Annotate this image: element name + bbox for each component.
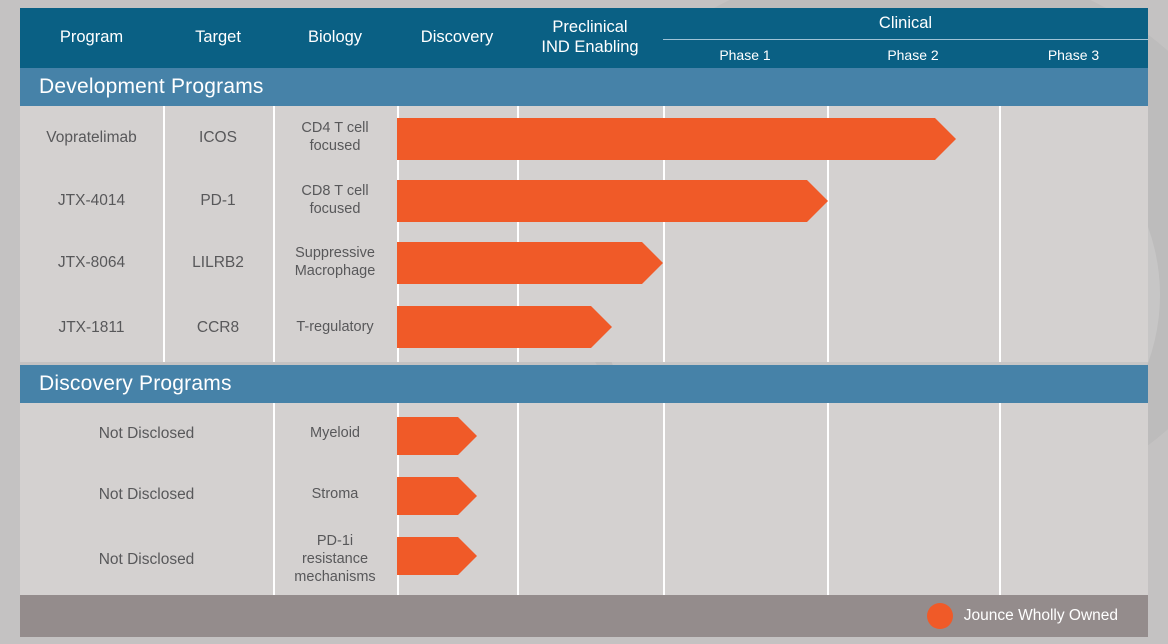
biology-line-1: T-regulatory <box>296 319 374 336</box>
column-rule-preclinical-phase1 <box>663 403 665 595</box>
biology-line-2: Macrophage <box>294 263 376 279</box>
section-header-discovery-programs: Discovery Programs <box>20 365 1148 403</box>
target-icos: ICOS <box>199 128 237 146</box>
program-name-not-disclosed-myeloid: Not Disclosed <box>98 424 195 442</box>
arrow-tip-icon <box>591 306 612 348</box>
biology-t-regulatory: T-regulatory <box>273 294 397 362</box>
biology-line-2: resistance <box>301 551 369 568</box>
column-rule-program-biology <box>273 403 275 595</box>
column-header-program: Program <box>59 28 124 47</box>
chart-header: Program Target Biology Discovery Preclin… <box>20 8 1148 68</box>
arrow-tip-icon <box>935 118 956 160</box>
biology-line-1: CD8 T cell <box>301 183 369 200</box>
arrow-tip-icon <box>458 537 477 575</box>
progress-bar-jtx-8064 <box>397 242 663 284</box>
biology-cd8-t-cell-focused: CD8 T cell focused <box>273 170 397 232</box>
biology-suppressive-macrophage: Suppressive Macrophage <box>273 232 397 294</box>
progress-bar-discovery-myeloid <box>397 417 477 455</box>
column-header-preclinical: Preclinical IND Enabling <box>517 8 663 68</box>
column-rule-preclinical-phase1 <box>663 106 665 362</box>
arrow-tip-icon <box>458 477 477 515</box>
biology-line-1: Myeloid <box>310 425 360 442</box>
legend: Jounce Wholly Owned <box>926 595 1118 637</box>
column-rule-program-target <box>163 106 165 362</box>
arrow-tip-icon <box>642 242 663 284</box>
column-header-discovery: Discovery <box>420 28 494 47</box>
column-header-phase-3: Phase 3 <box>1047 46 1100 63</box>
biology-line-1: CD4 T cell <box>301 120 369 137</box>
biology-line-1: Stroma <box>311 486 359 503</box>
program-name-jtx-1811: JTX-1811 <box>58 318 125 336</box>
column-header-phase-2: Phase 2 <box>887 46 939 63</box>
column-header-biology: Biology <box>307 28 363 47</box>
biology-pd-1i-resistance-mechanisms: PD-1i resistance mechanisms <box>273 525 397 595</box>
biology-myeloid: Myeloid <box>273 403 397 465</box>
target-pd-1: PD-1 <box>200 191 236 209</box>
clinical-divider-rule <box>663 39 1148 40</box>
development-programs-panel: Vopratelimab ICOS CD4 T cell focused JTX… <box>20 106 1148 362</box>
arrow-tip-icon <box>807 180 828 222</box>
progress-bar-discovery-pd1i <box>397 537 477 575</box>
target-lilrb2: LILRB2 <box>192 253 244 271</box>
arrow-tip-icon <box>458 417 477 455</box>
program-name-jtx-8064: JTX-8064 <box>57 253 126 271</box>
column-header-phase-1: Phase 1 <box>719 46 771 63</box>
column-rule-discovery-preclinical <box>517 403 519 595</box>
section-header-development-programs: Development Programs <box>20 68 1148 106</box>
column-rule-discovery-preclinical <box>517 106 519 362</box>
column-header-target: Target <box>195 28 241 47</box>
preclinical-line-2: IND Enabling <box>541 38 639 56</box>
column-rule-biology-discovery <box>397 106 399 362</box>
preclinical-line-1: Preclinical <box>552 18 628 37</box>
column-header-clinical: Clinical <box>878 13 933 32</box>
target-ccr8: CCR8 <box>196 318 240 336</box>
biology-line-1: PD-1i <box>316 533 354 550</box>
column-rule-phase1-phase2 <box>827 403 829 595</box>
biology-line-3: mechanisms <box>294 568 376 585</box>
column-rule-target-biology <box>273 106 275 362</box>
program-name-not-disclosed-stroma: Not Disclosed <box>98 485 195 503</box>
column-rule-phase2-phase3 <box>999 106 1001 362</box>
legend-label-jounce-wholly-owned: Jounce Wholly Owned <box>963 607 1118 624</box>
legend-circle-icon <box>926 603 953 629</box>
program-name-vopratelimab: Vopratelimab <box>46 128 137 146</box>
biology-line-2: focused <box>309 138 361 154</box>
biology-stroma: Stroma <box>273 465 397 525</box>
column-rule-phase1-phase2 <box>827 106 829 362</box>
progress-bar-jtx-1811 <box>397 306 612 348</box>
progress-bar-discovery-stroma <box>397 477 477 515</box>
biology-cd4-t-cell-focused: CD4 T cell focused <box>273 106 397 170</box>
chart-footer: Jounce Wholly Owned <box>20 595 1148 637</box>
biology-line-1: Suppressive <box>295 245 375 262</box>
program-name-not-disclosed-pd1i: Not Disclosed <box>98 550 195 568</box>
progress-bar-jtx-4014 <box>397 180 828 222</box>
column-rule-phase2-phase3 <box>999 403 1001 595</box>
program-name-jtx-4014: JTX-4014 <box>57 191 126 209</box>
discovery-programs-panel: Not Disclosed Myeloid Not Disclosed Stro… <box>20 403 1148 595</box>
progress-bar-vopratelimab <box>397 118 956 160</box>
biology-line-2: focused <box>309 201 361 217</box>
